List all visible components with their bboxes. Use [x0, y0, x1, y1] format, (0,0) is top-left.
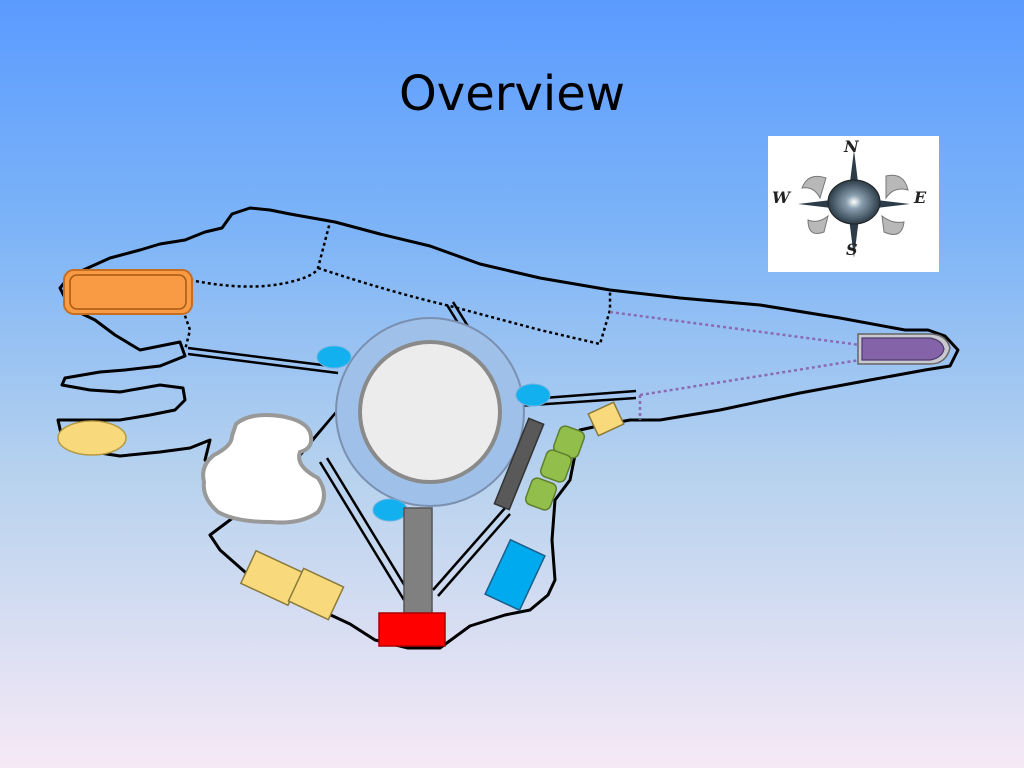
yellow-block-southwest-2: [287, 567, 345, 621]
green-block-3: [524, 477, 558, 511]
cyan-marker-north: [316, 345, 352, 369]
orange-building-outer: [63, 269, 193, 315]
central-plaza: [358, 340, 502, 484]
dotted-boundary-east: [609, 310, 861, 420]
yellow-pond: [57, 420, 127, 456]
grey-tower: [403, 507, 433, 625]
cyan-marker-east: [515, 383, 551, 407]
compass-west-label: W: [772, 188, 790, 207]
compass-rose: N S E W: [768, 136, 939, 272]
compass-icon: [798, 150, 910, 258]
orange-building-inner: [69, 274, 187, 310]
cyan-marker-south: [372, 498, 408, 522]
compass-north-label: N: [844, 137, 859, 156]
light-blue-building: [484, 538, 546, 612]
yellow-block-east: [587, 401, 625, 437]
dotted-boundary-northwest: [181, 221, 612, 351]
green-block-2: [539, 449, 573, 483]
dark-grey-pier: [493, 417, 545, 511]
slide-title: Overview: [399, 66, 625, 122]
landmass-outline: [56, 206, 960, 650]
red-building: [378, 612, 446, 647]
white-lake: [201, 413, 326, 525]
compass-east-label: E: [914, 188, 927, 207]
compass-south-label: S: [846, 240, 858, 259]
purple-pier: [861, 337, 945, 361]
